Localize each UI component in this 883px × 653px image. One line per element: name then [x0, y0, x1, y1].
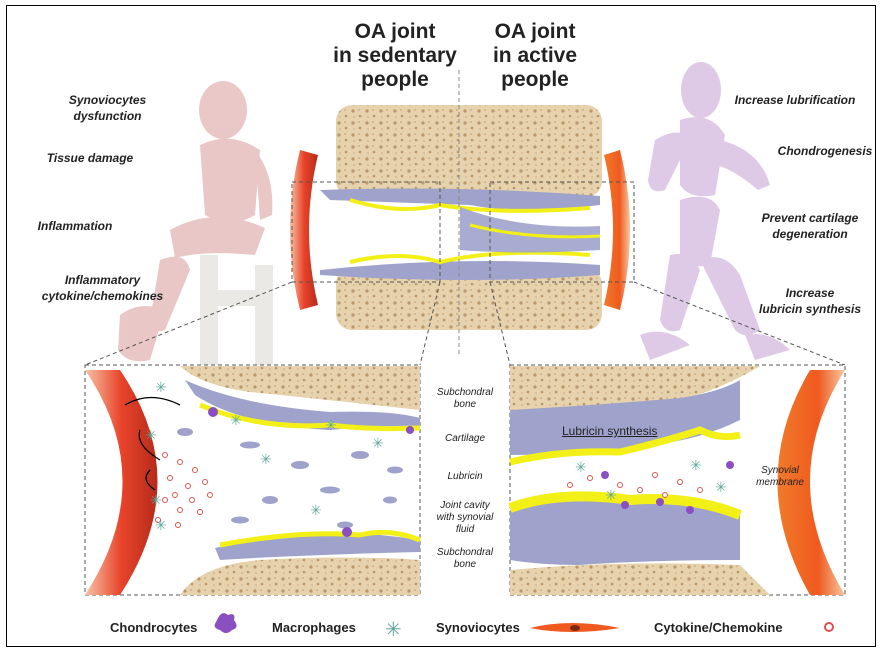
svg-text:✳: ✳ — [575, 460, 587, 476]
effect-tissue-damage: Tissue damage — [20, 150, 160, 166]
chondrocyte-icon — [530, 623, 620, 632]
effect-inflammation: Inflammation — [10, 218, 140, 234]
label-lubricin-synthesis: Lubricin synthesis — [562, 424, 657, 438]
svg-text:✳: ✳ — [372, 436, 384, 452]
legend-synoviocytes: Synoviocytes — [436, 620, 520, 635]
svg-text:✳: ✳ — [385, 617, 402, 641]
svg-text:✳: ✳ — [690, 458, 702, 474]
svg-text:✳: ✳ — [325, 418, 337, 434]
legend-macrophages: Macrophages — [272, 620, 356, 635]
sedentary-zoom-panel: ✳ ✳ ✳ ✳ ✳ ✳ ✳ ✳ ✳ — [85, 365, 420, 595]
legend-cytokine: Cytokine/Chemokine — [654, 620, 783, 635]
svg-text:✳: ✳ — [150, 493, 162, 509]
effect-chondrogenesis: Chondrogenesis — [770, 143, 880, 159]
svg-text:✳: ✳ — [310, 503, 322, 519]
cytokine-icon — [825, 623, 833, 631]
macrophage-icon — [215, 613, 237, 633]
svg-text:✳: ✳ — [155, 518, 167, 534]
label-lubricin: Lubricin — [420, 471, 510, 483]
svg-text:✳: ✳ — [230, 413, 242, 429]
synoviocyte-icon: ✳ — [385, 617, 402, 641]
label-cartilage: Cartilage — [420, 433, 510, 445]
svg-text:✳: ✳ — [145, 428, 157, 444]
svg-text:✳: ✳ — [715, 480, 727, 496]
svg-text:✳: ✳ — [605, 488, 617, 504]
svg-text:✳: ✳ — [260, 452, 272, 468]
effect-lubrification: Increase lubrification — [715, 92, 875, 108]
chair-icon — [200, 255, 273, 365]
legend-chondrocytes: Chondrocytes — [110, 620, 197, 635]
svg-text:✳: ✳ — [155, 380, 167, 396]
